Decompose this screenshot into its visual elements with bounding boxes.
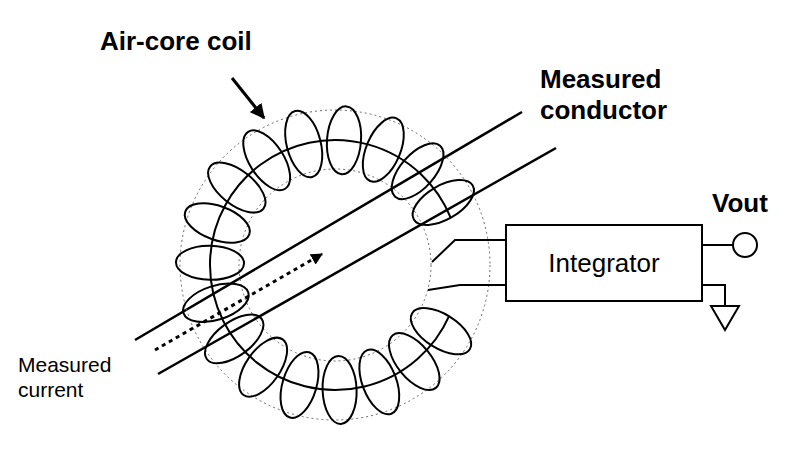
coil-wire [210,140,451,390]
measured-conductor [135,112,556,374]
coil-winding [200,153,274,222]
output-terminal [703,233,757,257]
coil-winding [382,134,452,207]
coil-winding [325,105,364,175]
ground-symbol [703,285,739,330]
callout-label: Air-core coil [100,26,320,57]
box-label: Integrator [548,248,659,279]
coil-winding [234,123,300,199]
callout-arrow [232,78,264,118]
coil-winding [176,245,245,280]
coil-inner-guide [239,169,431,361]
coil-winding [197,305,272,373]
coil-winding [230,330,297,405]
conductor-label: Measured conductor [540,64,690,126]
coil-winding [403,299,479,364]
coil-winding [321,355,357,424]
coil-leads [428,240,507,290]
air-core-coil [176,105,482,424]
current-label: Measured current [18,352,136,402]
current-arrow [155,254,322,350]
coil-winding [351,344,407,420]
coil-outer-guide [180,110,490,420]
coil-winding [405,171,481,234]
coil-winding [380,325,449,399]
coil-winding [274,347,326,422]
integrator-box: Integrator [505,224,703,302]
coil-winding [180,196,255,251]
coil-winding [178,276,253,329]
coil-winding [354,112,412,188]
coil-winding [279,107,329,181]
signal-name: Vout [712,188,792,219]
